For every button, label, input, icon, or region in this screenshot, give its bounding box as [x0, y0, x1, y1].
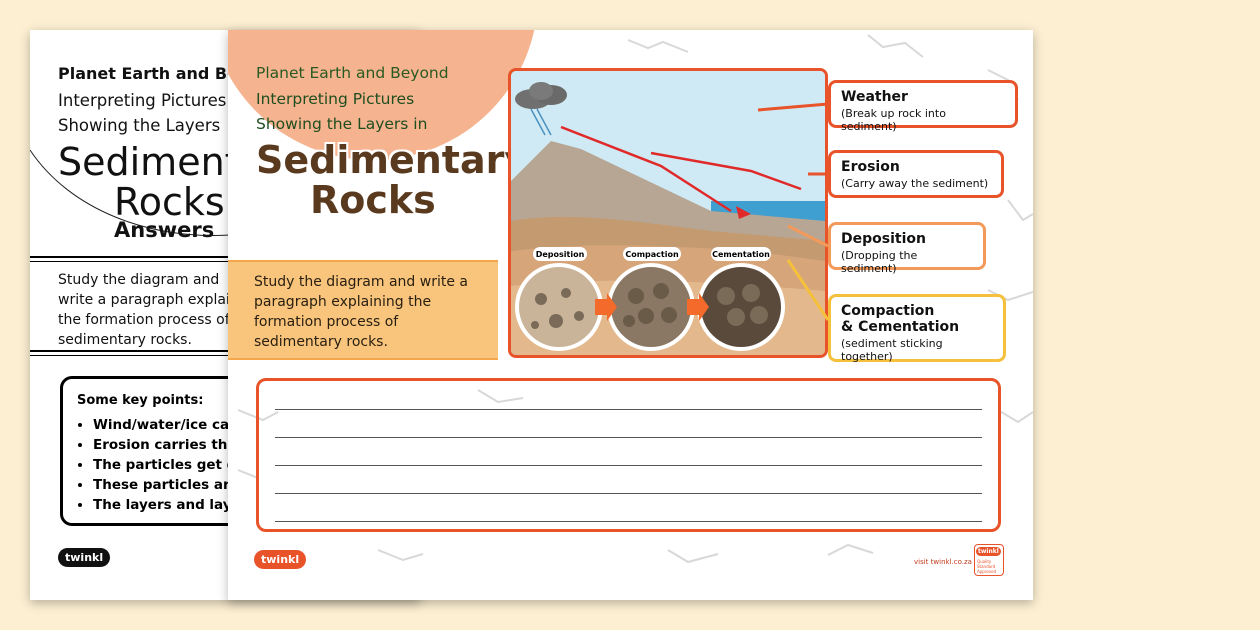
divider-bottom — [30, 350, 420, 356]
front-big-title-line2: Rocks — [310, 178, 436, 222]
erosion-label: Erosion (Carry away the sediment) — [828, 150, 1004, 198]
cloud-icon — [515, 82, 567, 136]
writing-line — [275, 465, 982, 466]
badge-logo: twinkl — [976, 547, 1001, 556]
background-swirl — [30, 149, 231, 237]
compaction-circle-label: Compaction — [625, 250, 679, 259]
cementation-circle-label: Cementation — [712, 250, 770, 259]
worksheet: Planet Earth and Beyond Interpreting Pic… — [228, 30, 1033, 600]
key-point: The layers and laye — [93, 495, 313, 515]
arrow-right-icon — [595, 293, 617, 321]
compaction-title: Compaction — [841, 303, 935, 319]
key-points-box: Some key points: Wind/water/ice cau Eros… — [60, 376, 300, 526]
arrow-head — [736, 206, 751, 219]
visit-link: visit twinkl.co.za — [914, 558, 972, 566]
quality-badge: twinkl Quality Standard Approved — [974, 544, 1004, 576]
back-instructions: Study the diagram and write a paragraph … — [58, 272, 243, 348]
weather-subtitle: (Break up rock into sediment) — [841, 107, 946, 133]
badge-text: Quality Standard Approved — [977, 559, 997, 574]
front-big-title-line1: Sedimentary — [256, 138, 530, 182]
weather-label: Weather (Break up rock into sediment) — [828, 80, 1018, 133]
weather-arrow — [560, 125, 732, 213]
front-title-line3: Showing the Layers in — [256, 115, 428, 133]
erosion-arrow — [650, 151, 802, 191]
weather-title: Weather — [841, 89, 908, 105]
key-points-list: Wind/water/ice cau Erosion carries the T… — [77, 415, 313, 515]
twinkl-logo: twinkl — [58, 548, 111, 567]
writing-line — [275, 493, 982, 494]
back-big-title-line2: Rocks — [114, 180, 225, 224]
compaction-circle — [607, 263, 695, 351]
key-points-title: Some key points: — [77, 393, 204, 408]
key-point: Erosion carries the — [93, 435, 313, 455]
back-title-line2: Interpreting Pictures — [58, 91, 227, 110]
deposition-subtitle: (Dropping the sediment) — [841, 249, 918, 275]
compaction-subtitle: (sediment sticking together) — [841, 337, 943, 363]
key-point: The particles get de — [93, 455, 313, 475]
writing-line — [275, 437, 982, 438]
arrow-right-icon — [687, 293, 709, 321]
answers-heading: Answers — [114, 218, 215, 242]
writing-line — [275, 521, 982, 522]
front-title-line1: Planet Earth and Beyond — [256, 64, 449, 82]
cementation-circle — [697, 263, 785, 351]
rock-cycle-diagram: Deposition Compaction Cementation — [508, 68, 828, 358]
instructions-text: Study the diagram and write a paragraph … — [254, 274, 468, 350]
key-point: These particles are — [93, 475, 313, 495]
twinkl-logo: twinkl — [254, 550, 307, 569]
deposition-label: Deposition (Dropping the sediment) — [828, 222, 986, 275]
cementation-title: & Cementation — [841, 319, 960, 335]
writing-line — [275, 409, 982, 410]
front-title-line2: Interpreting Pictures — [256, 90, 415, 108]
instructions-box: Study the diagram and write a paragraph … — [228, 260, 498, 360]
back-title-line3: Showing the Layers — [58, 116, 221, 135]
deposition-circle-label: Deposition — [536, 250, 585, 259]
deposition-title: Deposition — [841, 231, 926, 247]
erosion-title: Erosion — [841, 159, 900, 175]
writing-area[interactable] — [256, 378, 1001, 532]
erosion-subtitle: (Carry away the sediment) — [841, 177, 989, 190]
key-point: Wind/water/ice cau — [93, 415, 313, 435]
deposition-circle — [515, 263, 603, 351]
divider-top — [30, 256, 420, 262]
back-title-line1: Planet Earth and Be — [58, 64, 238, 83]
compaction-label: Compaction & Cementation (sediment stick… — [828, 294, 1006, 363]
